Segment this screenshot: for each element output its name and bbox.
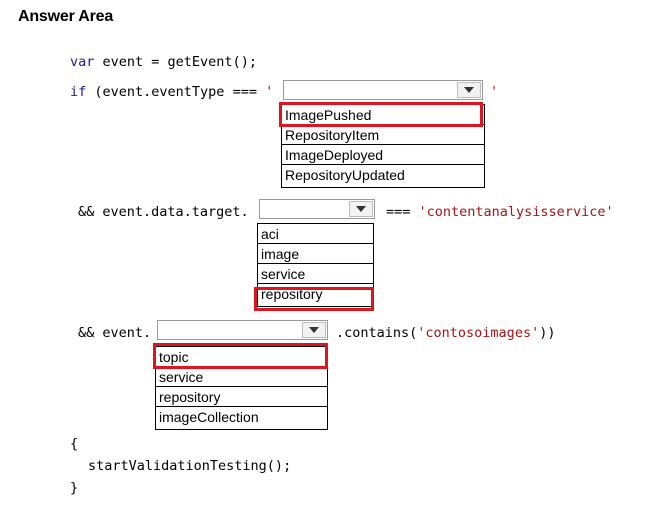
option-aci[interactable]: aci <box>258 224 373 244</box>
chevron-down-icon <box>356 206 366 212</box>
chevron-down-icon <box>309 327 319 333</box>
chevron-down-icon <box>464 87 474 93</box>
code-text: (event.eventType === <box>86 84 266 100</box>
string-contentanalysisservice: 'contentanalysisservice' <box>418 204 614 220</box>
option-imagepushed[interactable]: ImagePushed <box>282 105 484 125</box>
brace-open: { <box>70 436 79 452</box>
event-property-dropdown[interactable] <box>157 320 328 340</box>
code-line-event-contains: && event. <box>78 325 151 341</box>
dropdown-arrow-button[interactable] <box>349 201 373 217</box>
code-line-data-target-compare: === 'contentanalysisservice' <box>386 204 614 220</box>
dropdown-arrow-button[interactable] <box>302 322 326 338</box>
dropdown-arrow-button[interactable] <box>457 82 481 98</box>
code-text: event = getEvent(); <box>94 54 257 70</box>
option-service[interactable]: service <box>258 264 373 284</box>
quote-open: ' <box>265 84 274 100</box>
option-service[interactable]: service <box>156 367 327 387</box>
quote-close: ' <box>490 84 499 100</box>
event-type-dropdown[interactable] <box>283 80 483 100</box>
keyword-if: if <box>70 84 87 100</box>
data-target-options: aci image service repository <box>257 223 374 307</box>
code-line-start-validation: startValidationTesting(); <box>88 458 292 474</box>
option-repository[interactable]: repository <box>261 286 323 302</box>
code-line-contains-call: .contains('contosoimages')) <box>336 325 555 341</box>
option-repository[interactable]: repository <box>156 387 327 407</box>
option-repositoryitem[interactable]: RepositoryItem <box>282 125 484 145</box>
option-imagedeployed[interactable]: ImageDeployed <box>282 145 484 165</box>
code-text: .contains( <box>336 325 418 341</box>
event-property-options: topic service repository imageCollection <box>155 346 328 430</box>
option-image[interactable]: image <box>258 244 373 264</box>
option-repositoryupdated[interactable]: RepositoryUpdated <box>285 167 405 183</box>
code-line-data-target: && event.data.target. <box>78 204 249 220</box>
operator-equals: === <box>386 204 419 220</box>
brace-close: } <box>70 480 79 496</box>
option-imagecollection[interactable]: imageCollection <box>159 409 259 425</box>
answer-area-title: Answer Area <box>18 8 114 25</box>
keyword-var: var <box>70 54 95 70</box>
string-contosoimages: 'contosoimages' <box>417 325 540 341</box>
option-topic[interactable]: topic <box>156 347 327 367</box>
code-line-var-event: var event = getEvent(); <box>70 54 257 70</box>
code-text: && event.data.target. <box>78 204 249 220</box>
code-line-if-eventtype: if (event.eventType === ' <box>70 84 273 100</box>
code-text: )) <box>539 325 556 341</box>
data-target-dropdown[interactable] <box>259 199 375 219</box>
event-type-options: ImagePushed RepositoryItem ImageDeployed… <box>281 104 485 188</box>
code-text: && event. <box>78 325 152 341</box>
